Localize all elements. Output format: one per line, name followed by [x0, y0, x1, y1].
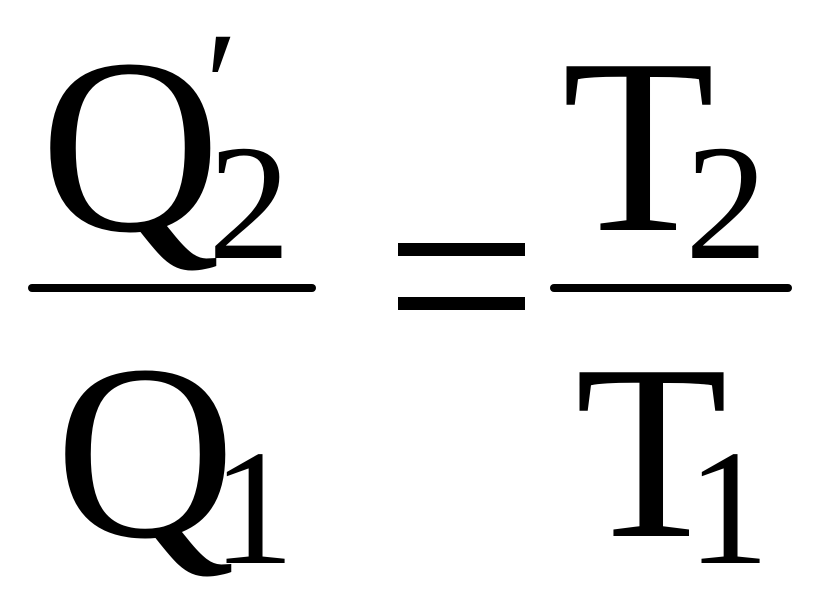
right-fraction-bar: [550, 284, 792, 292]
left-fraction-bar: [28, 284, 316, 292]
left-numerator-prime: ′: [205, 2, 238, 168]
equals-sign-bottom-bar: [398, 297, 525, 310]
right-numerator-symbol: T: [562, 8, 715, 285]
right-numerator-subscript: 2: [685, 111, 768, 294]
left-denominator-subscript: 1: [212, 416, 295, 599]
left-numerator-subscript: 2: [208, 111, 291, 294]
equals-sign-top-bar: [398, 243, 525, 256]
right-denominator-subscript: 1: [687, 416, 770, 599]
right-denominator-symbol: T: [575, 314, 728, 591]
left-numerator-symbol: Q: [40, 8, 221, 285]
left-denominator-symbol: Q: [55, 314, 236, 591]
